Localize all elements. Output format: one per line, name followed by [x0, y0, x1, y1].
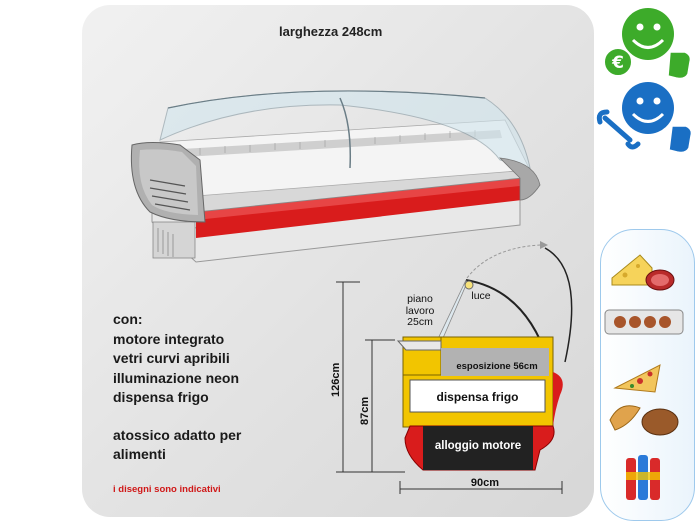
svg-text:€: €: [611, 53, 624, 73]
disclaimer-note: i disegni sono indicativi: [113, 484, 221, 495]
feature-extra: atossico adatto per: [113, 426, 242, 443]
tray-icon: [604, 309, 684, 335]
depth-label: 90cm: [470, 477, 500, 489]
feature-extra: alimenti: [113, 446, 166, 462]
pizza-slice-icon: [613, 364, 661, 393]
wrench-smiley-thumbs-up-icon: [596, 82, 693, 154]
croissant-bread-icon: [609, 405, 679, 436]
esposizione-label: esposizione 56cm: [456, 361, 538, 372]
feature-item: vetri curvi apribili: [113, 350, 230, 366]
features-heading: con:: [113, 311, 143, 327]
dispensa-label: dispensa frigo: [436, 390, 519, 404]
euro-smiley-thumbs-up-icon: €: [603, 8, 692, 80]
luce-label: luce: [471, 290, 491, 302]
piano-lavoro-label: piano lavoro 25cm: [405, 293, 435, 328]
feature-item: motore integrato: [113, 330, 225, 347]
alloggio-label: alloggio motore: [434, 440, 522, 452]
features-list: con: motore integrato vetri curvi apribi…: [113, 310, 241, 465]
feature-item: illuminazione neon: [113, 369, 240, 386]
drink-bottles-icon: [626, 455, 660, 500]
width-title: larghezza 248cm: [279, 24, 383, 39]
cheese-salami-icon: [611, 254, 675, 291]
feature-item: dispensa frigo: [113, 389, 209, 405]
